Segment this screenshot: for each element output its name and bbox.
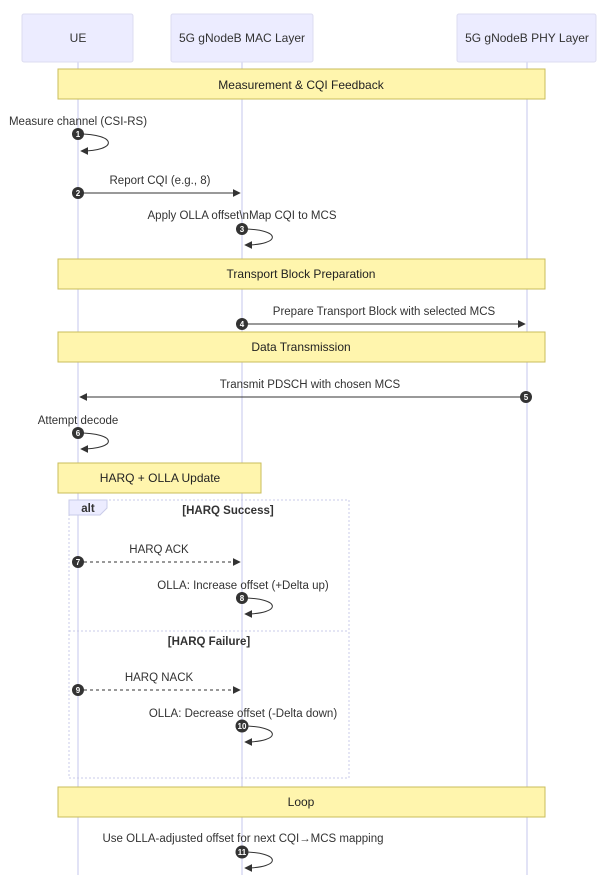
message-7-badge: 7 <box>72 556 84 568</box>
note-measurement: Measurement & CQI Feedback <box>57 68 546 100</box>
message-10-label: OLLA: Decrease offset (-Delta down) <box>149 708 338 720</box>
svg-text:8: 8 <box>240 594 245 603</box>
message-8-arrow <box>241 597 273 618</box>
message-11-label: Use OLLA-adjusted offset for next CQI→MC… <box>102 833 383 845</box>
message-8-badge: 8 <box>236 592 248 604</box>
svg-text:2: 2 <box>76 189 81 198</box>
alt-keyword: alt <box>81 503 95 515</box>
actor-ue: UE <box>21 13 134 63</box>
alt-branch-failure: [HARQ Failure] <box>168 636 251 648</box>
svg-text:7: 7 <box>76 558 81 567</box>
actor-phy: 5G gNodeB PHY Layer <box>456 13 597 63</box>
note-transport-block: Transport Block Preparation <box>57 258 546 290</box>
actor-mac-label: 5G gNodeB MAC Layer <box>179 31 305 45</box>
message-6-arrow <box>77 432 109 453</box>
note-harq-olla: HARQ + OLLA Update <box>57 462 262 494</box>
note-data-transmission: Data Transmission <box>57 331 546 363</box>
message-8-label: OLLA: Increase offset (+Delta up) <box>157 580 329 592</box>
message-10-badge: 10 <box>235 719 249 733</box>
message-3-badge: 3 <box>236 223 248 235</box>
actor-mac: 5G gNodeB MAC Layer <box>170 13 314 63</box>
note-loop: Loop <box>57 786 546 818</box>
message-5-label: Transmit PDSCH with chosen MCS <box>220 379 401 391</box>
note-harq-olla-label: HARQ + OLLA Update <box>100 471 221 485</box>
actor-phy-label: 5G gNodeB PHY Layer <box>465 31 589 45</box>
alt-branch-success: [HARQ Success] <box>182 505 274 517</box>
message-11-arrow <box>241 851 273 872</box>
svg-text:10: 10 <box>238 722 247 731</box>
message-1-label: Measure channel (CSI-RS) <box>9 116 147 128</box>
svg-text:9: 9 <box>76 686 81 695</box>
alt-frame: alt [HARQ Success] [HARQ Failure] <box>68 499 350 779</box>
svg-text:11: 11 <box>238 848 247 857</box>
svg-text:1: 1 <box>76 130 81 139</box>
message-4-badge: 4 <box>236 318 248 330</box>
note-transport-block-label: Transport Block Preparation <box>227 267 376 281</box>
note-data-transmission-label: Data Transmission <box>251 340 350 354</box>
message-6-badge: 6 <box>72 427 84 439</box>
svg-text:4: 4 <box>240 320 245 329</box>
svg-text:6: 6 <box>76 429 81 438</box>
message-1-badge: 1 <box>72 128 84 140</box>
actor-ue-label: UE <box>70 31 87 45</box>
message-6-label: Attempt decode <box>38 415 119 427</box>
message-4-label: Prepare Transport Block with selected MC… <box>273 306 496 318</box>
message-9-badge: 9 <box>72 684 84 696</box>
message-2-label: Report CQI (e.g., 8) <box>110 175 211 187</box>
message-5-badge: 5 <box>520 391 532 403</box>
note-loop-label: Loop <box>288 795 315 809</box>
svg-text:3: 3 <box>240 225 245 234</box>
message-9-label: HARQ NACK <box>125 672 194 684</box>
message-10-arrow <box>241 725 273 746</box>
message-7-label: HARQ ACK <box>129 544 189 556</box>
note-measurement-label: Measurement & CQI Feedback <box>218 78 384 92</box>
message-3-label: Apply OLLA offset\nMap CQI to MCS <box>148 210 337 222</box>
message-1-arrow <box>77 133 109 155</box>
message-11-badge: 11 <box>235 845 249 859</box>
svg-text:5: 5 <box>524 393 529 402</box>
message-2-badge: 2 <box>72 187 84 199</box>
message-3-arrow <box>241 228 273 249</box>
